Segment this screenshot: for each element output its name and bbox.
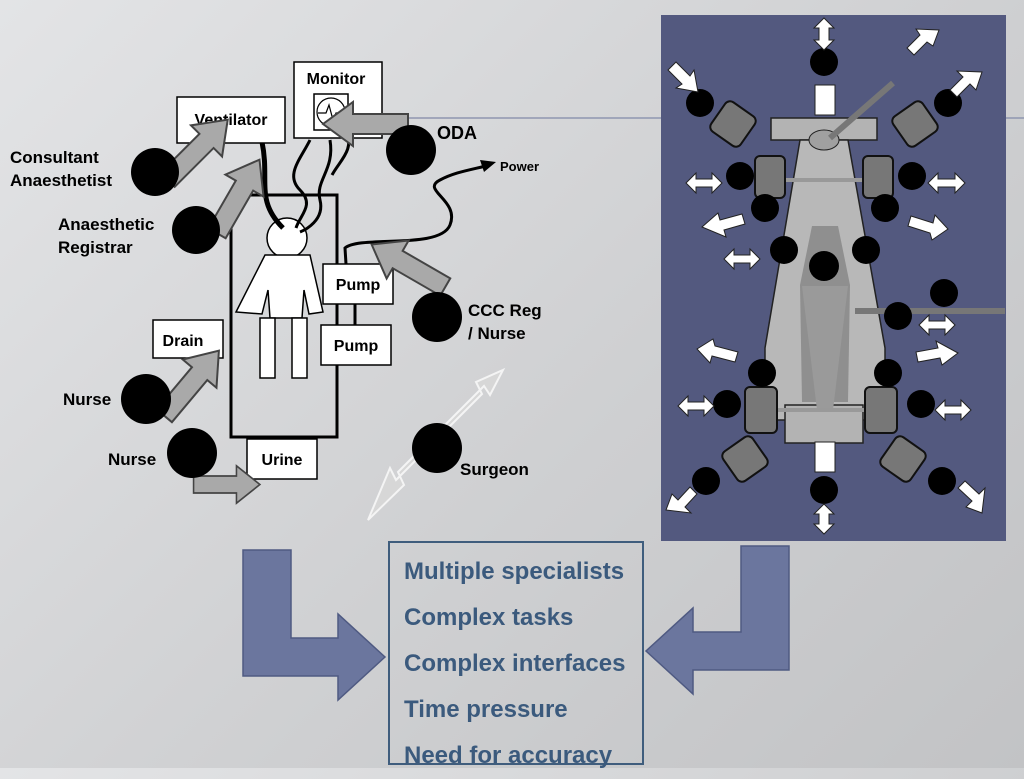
right-callout-arrow [644, 545, 790, 696]
left-callout-arrow [242, 549, 387, 702]
registrar-label-1: Anaesthetic [58, 215, 154, 234]
patient-figure [234, 217, 324, 379]
factor-item: Complex tasks [404, 604, 574, 631]
factor-item: Multiple specialists [404, 558, 625, 585]
pump-box-lower: Pump [320, 324, 392, 366]
consultant-circle [131, 148, 179, 196]
ccc-label-1: CCC Reg [468, 301, 542, 320]
pump-label-upper: Pump [336, 277, 381, 294]
nurse-circle-upper [121, 374, 171, 424]
factor-item: Time pressure [404, 696, 568, 723]
oda-circle [386, 125, 436, 175]
ccc-label-2: / Nurse [468, 324, 526, 343]
factors-box: Multiple specialists Complex tasks Compl… [388, 541, 644, 769]
urine-box: Urine [246, 438, 318, 480]
oda-label: ODA [437, 123, 477, 143]
power-arrowhead [480, 160, 496, 172]
power-label: Power [500, 159, 539, 174]
ventilator-box: Ventilator [176, 96, 286, 144]
urine-label: Urine [262, 452, 303, 469]
consultant-label-2: Anaesthetist [10, 171, 112, 190]
nurse-label-upper: Nurse [63, 390, 111, 409]
factor-item: Complex interfaces [404, 650, 626, 677]
registrar-label-2: Registrar [58, 238, 133, 257]
pump-label-lower: Pump [334, 338, 379, 355]
nurse-circle-lower [167, 428, 217, 478]
ccc-circle [412, 292, 462, 342]
pump-box-upper: Pump [322, 263, 394, 305]
surgeon-circle [412, 423, 462, 473]
surgeon-label: Surgeon [460, 460, 529, 479]
patient-bed [229, 193, 339, 439]
nurse-label-lower: Nurse [108, 450, 156, 469]
theatre-layout-panel [661, 15, 1006, 541]
drain-label: Drain [163, 333, 204, 350]
monitor-label: Monitor [307, 71, 366, 88]
factor-item: Need for accuracy [404, 742, 613, 769]
surgeon-double-arrow [367, 367, 506, 521]
tubes [259, 129, 491, 330]
consultant-label-1: Consultant [10, 148, 99, 167]
registrar-circle [172, 206, 220, 254]
